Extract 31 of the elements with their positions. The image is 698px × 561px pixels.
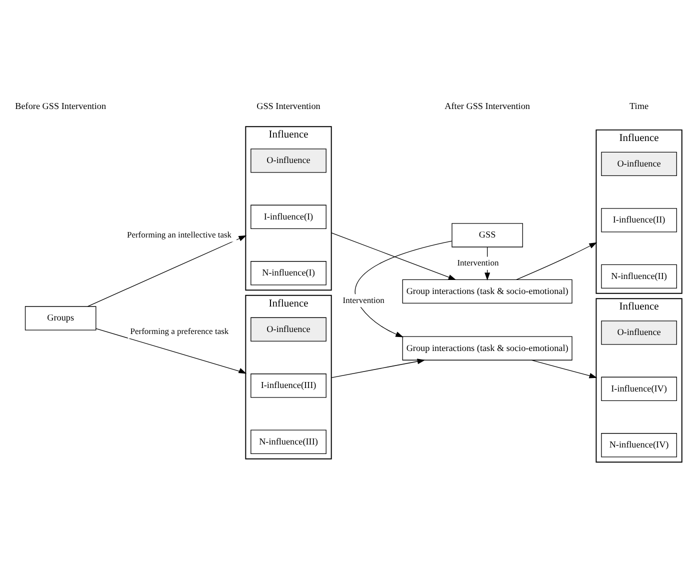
arrow — [331, 232, 456, 280]
node-box: O-influence — [250, 316, 326, 341]
node-box: O-influence — [601, 320, 677, 344]
node-box: Groups — [24, 306, 96, 330]
edge-label: Performing a preference task — [130, 326, 229, 336]
node-box: Group interactions (task & socio-emotional) — [402, 278, 572, 304]
edge-label: Intervention — [457, 257, 499, 268]
edge-label: Performing an intellective task — [126, 228, 232, 239]
node-box: N-influence(III) — [250, 429, 326, 454]
edge-label: Intervention — [342, 294, 384, 304]
node-box: I-influence(IV) — [601, 376, 677, 400]
arrow — [331, 358, 426, 378]
arrow — [87, 234, 247, 306]
node-box: N-influence(I) — [250, 260, 326, 285]
arrow — [354, 240, 452, 337]
node-box: N-influence(IV) — [601, 432, 677, 457]
arrow — [516, 242, 598, 280]
label: GSS Intervention — [256, 100, 320, 110]
label: Before GSS Intervention — [15, 100, 106, 110]
label: Time — [630, 100, 649, 110]
node-box: O-influence — [601, 151, 677, 176]
node-box: O-influence — [250, 148, 326, 172]
node-box: I-influence(III) — [250, 373, 326, 398]
label: After GSS Intervention — [444, 100, 530, 110]
arrow — [531, 359, 598, 378]
node-box: Group interactions (task & socio-emotional) — [402, 336, 572, 360]
arrow — [96, 328, 247, 374]
node-box: I-influence(II) — [601, 208, 677, 232]
node-box: N-influence(II) — [601, 264, 677, 288]
node-box: GSS — [452, 222, 523, 247]
node-box: I-influence(I) — [250, 204, 326, 228]
